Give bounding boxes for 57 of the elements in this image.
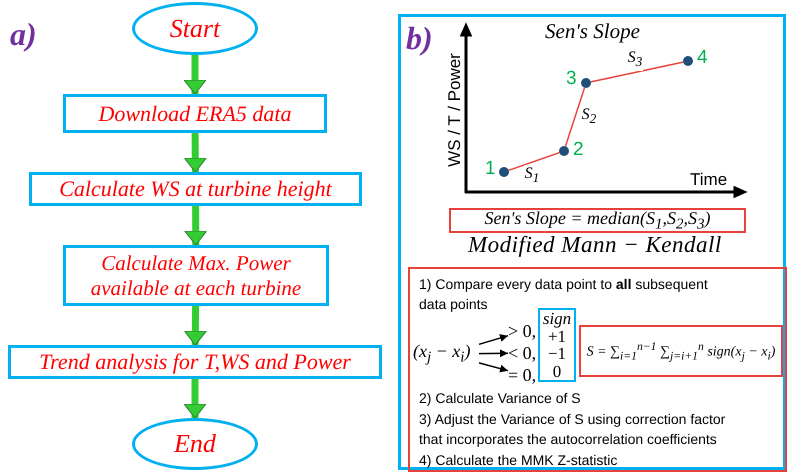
- arrow: [184, 132, 207, 172]
- chart-title: Sen's Slope: [545, 19, 640, 44]
- step-text: 3) Adjust the Variance of S using correction factor that incorporates the autocorrelation coefficients: [419, 410, 726, 449]
- arrow: [478, 334, 508, 346]
- step-text: Start: [170, 14, 220, 44]
- section-heading: Modified Mann − Kendall: [468, 232, 722, 258]
- formula-box: [579, 325, 783, 377]
- point-number: 4: [697, 47, 708, 69]
- data-point: [499, 167, 509, 177]
- step-text: Calculate WS at turbine height: [59, 176, 332, 202]
- arrow: [478, 362, 508, 372]
- step-text: 2) Calculate Variance of S: [419, 389, 582, 408]
- connector-line: [508, 152, 560, 171]
- axis-label: WS / T / Power: [445, 52, 465, 168]
- step-text: Calculate Max. Power available at each turbine: [90, 251, 302, 300]
- point-number: 1: [485, 158, 496, 180]
- expression-text: (x$_{j}$ − x$_{i}$): [413, 341, 479, 367]
- condition-text: = 0,: [508, 365, 540, 385]
- arrow: [184, 306, 207, 346]
- point-number: 3: [566, 68, 577, 90]
- data-point: [559, 146, 569, 156]
- panel-frame: [398, 14, 786, 470]
- connector-line: [590, 61, 684, 83]
- sign-box: [538, 308, 576, 382]
- sign-value: 0: [552, 362, 562, 380]
- arrow: [184, 55, 206, 94]
- process-box: [8, 345, 382, 379]
- formula-box: [449, 208, 746, 233]
- arrow: [184, 206, 208, 246]
- step-text: End: [174, 429, 216, 459]
- connector-line: [564, 88, 586, 146]
- condition-text: < 0,: [508, 343, 540, 363]
- column-heading: sign: [542, 310, 572, 327]
- formula-text: Sen's Slope = median(S$_{1}$,S$_{2}$,S$_{3}$): [484, 208, 710, 234]
- step-text: Trend analysis for T,WS and Power: [39, 349, 351, 375]
- point-number: 2: [573, 139, 584, 161]
- arrow: [184, 379, 206, 418]
- data-point: [683, 56, 693, 66]
- terminal-ellipse: [132, 2, 258, 55]
- step-text: 1) Compare every data point to all subsequent data points: [419, 275, 709, 312]
- arrow: [478, 349, 508, 358]
- panel-label: a): [10, 16, 37, 53]
- process-box: [63, 245, 329, 306]
- step-text: Download ERA5 data: [98, 100, 292, 126]
- axis-label: Time: [690, 170, 728, 190]
- sign-value: +1: [548, 328, 566, 345]
- edge-label: S$_{3}$: [626, 49, 644, 71]
- process-box: [63, 94, 327, 133]
- panel-label: b): [406, 20, 433, 57]
- condition-text: > 0,: [508, 321, 540, 341]
- terminal-ellipse: [132, 418, 258, 470]
- method-box: [408, 267, 787, 472]
- process-box: [29, 172, 362, 206]
- data-point: [581, 78, 591, 88]
- step-text: 4) Calculate the MMK Z-statistic: [419, 451, 618, 470]
- sign-value: −1: [548, 345, 566, 362]
- formula-text: S = ∑$_{i=1}$$^{n−1}$ ∑$_{j=i+1}$$^{n}$ sign(x$_{j}$ − x$_{i}$): [586, 340, 776, 362]
